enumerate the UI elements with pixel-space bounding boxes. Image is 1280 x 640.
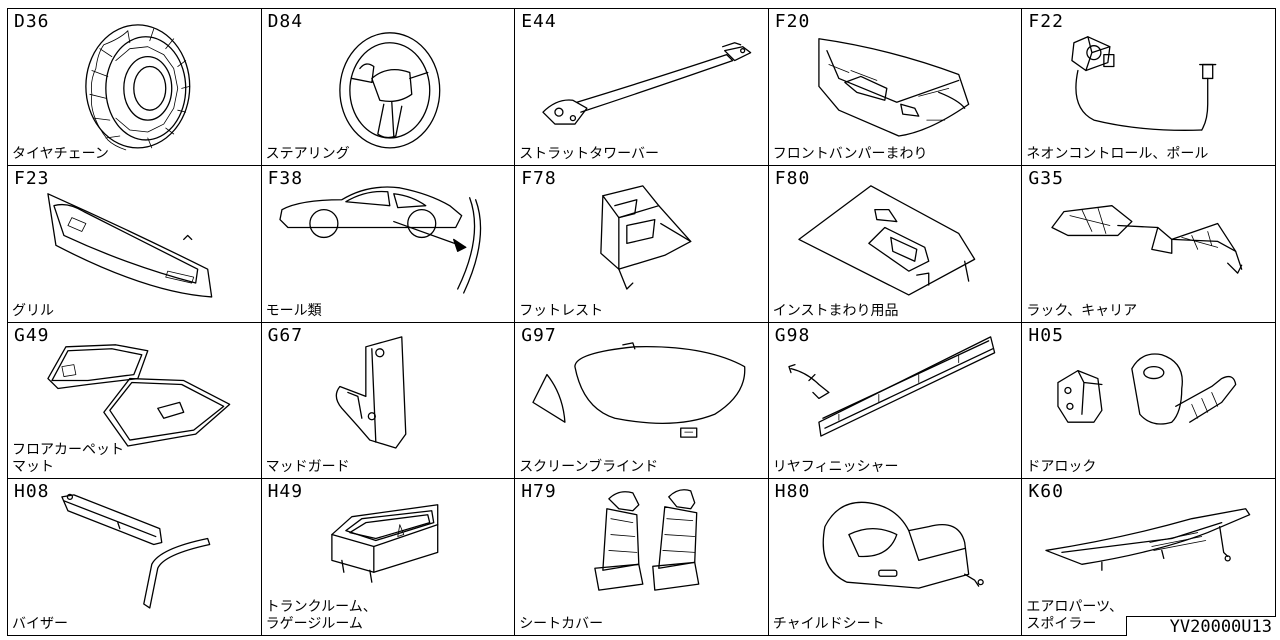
item-code: H79 — [521, 481, 557, 503]
catalog-item-k60[interactable]: K60 エアロパーツ、 スポイラー — [1022, 479, 1276, 636]
catalog-item-h80[interactable]: H80 チャイルドシート — [768, 479, 1023, 636]
item-label: モール類 — [265, 302, 322, 319]
catalog-item-f78[interactable]: F78 フットレスト — [515, 165, 769, 323]
item-label: エアロパーツ、 スポイラー — [1026, 599, 1123, 632]
item-label: シートカバー — [519, 616, 604, 632]
catalog-item-f20[interactable]: F20 フロントバンパーまわり — [768, 9, 1023, 166]
item-code: G97 — [521, 324, 557, 346]
item-code: F38 — [267, 167, 304, 189]
catalog-item-d36[interactable]: D36 タイヤチェーン — [8, 9, 262, 166]
catalog-item-h79[interactable]: H79 シートカバー — [515, 479, 769, 636]
item-code: H80 — [774, 481, 811, 503]
item-code: F80 — [774, 167, 811, 189]
document-id: YV20000U13 — [1126, 616, 1276, 637]
item-label: ストラットタワーバー — [519, 145, 660, 162]
catalog-item-g35[interactable]: G35 ラック、キャリア — [1022, 165, 1276, 323]
catalog-item-h08[interactable]: H08 バイザー — [8, 479, 262, 636]
item-code: F23 — [14, 167, 50, 189]
catalog-item-g98[interactable]: G98 リヤフィニッシャー — [768, 322, 1023, 480]
item-label: インストまわり用品 — [772, 302, 899, 319]
item-code: G49 — [14, 324, 50, 346]
catalog-item-f38[interactable]: F38 モール類 — [261, 165, 516, 323]
item-label: リヤフィニッシャー — [772, 459, 899, 476]
item-code: H05 — [1028, 324, 1064, 346]
item-label: ネオンコントロール、ポール — [1026, 145, 1209, 162]
catalog-item-d84[interactable]: D84 ステアリング — [261, 9, 516, 166]
item-label: マッドガード — [265, 459, 350, 476]
item-code: D36 — [14, 11, 50, 32]
item-label: ラック、キャリア — [1026, 302, 1138, 319]
item-label: スクリーンブラインド — [519, 459, 659, 476]
item-code: F20 — [774, 11, 811, 32]
item-code: H49 — [267, 481, 304, 503]
item-code: H08 — [14, 481, 50, 503]
catalog-item-e44[interactable]: E44 ストラットタワーバー — [515, 9, 769, 166]
item-code: E44 — [521, 11, 557, 32]
item-label: バイザー — [12, 616, 68, 632]
item-code: F78 — [521, 167, 557, 189]
item-label: フロントバンパーまわり — [772, 145, 928, 162]
item-code: G98 — [774, 324, 811, 346]
item-label: チャイルドシート — [772, 616, 885, 632]
item-label: フットレスト — [519, 302, 604, 319]
item-code: K60 — [1028, 481, 1064, 503]
catalog-item-f22[interactable]: F22 ネオンコントロール、ポール — [1022, 9, 1276, 166]
catalog-item-f80[interactable]: F80 インストまわり用品 — [768, 165, 1023, 323]
item-label: タイヤチェーン — [12, 145, 109, 162]
catalog-item-g49[interactable]: G49 フロアカーペット マット — [8, 322, 262, 480]
item-label: ステアリング — [265, 145, 350, 162]
item-label: ドアロック — [1026, 459, 1097, 476]
item-code: G35 — [1028, 167, 1064, 189]
item-code: D84 — [267, 11, 304, 32]
item-label: フロアカーペット マット — [12, 442, 124, 476]
catalog-item-h05[interactable]: H05 ドアロック — [1022, 322, 1276, 480]
catalog-item-g67[interactable]: G67 マッドガード — [261, 322, 516, 480]
catalog-item-f23[interactable]: F23 グリル — [8, 165, 262, 323]
catalog-item-h49[interactable]: H49 トランクルーム、 ラゲージルーム — [261, 479, 516, 636]
item-code: F22 — [1028, 11, 1064, 32]
catalog-item-g97[interactable]: G97 スクリーンブラインド — [515, 322, 769, 480]
item-code: G67 — [267, 324, 304, 346]
item-label: グリル — [12, 302, 54, 319]
item-label: トランクルーム、 ラゲージルーム — [265, 599, 377, 632]
